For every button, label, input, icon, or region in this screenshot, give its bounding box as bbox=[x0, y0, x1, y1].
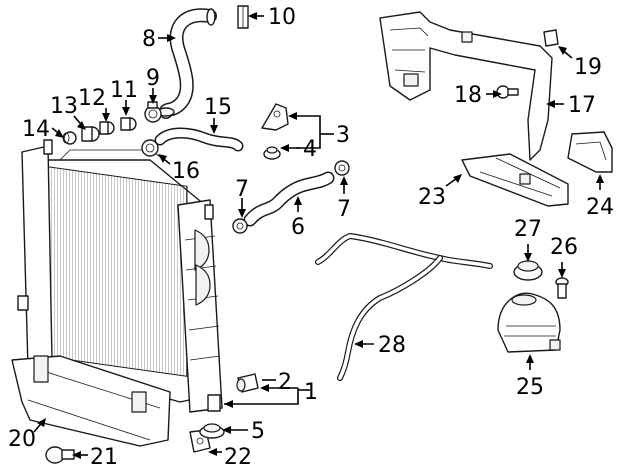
callout-10: 10 bbox=[268, 5, 296, 30]
clip-19 bbox=[543, 29, 559, 47]
coolant-reservoir bbox=[497, 292, 561, 353]
bolt-26 bbox=[555, 277, 569, 299]
air-baffle bbox=[461, 153, 569, 207]
fitting-11 bbox=[120, 117, 137, 131]
callout-6: 6 bbox=[291, 215, 305, 240]
callout-8: 8 bbox=[142, 27, 156, 52]
callout-16: 16 bbox=[172, 159, 200, 184]
callout-12: 12 bbox=[78, 86, 106, 111]
callout-20: 20 bbox=[8, 427, 36, 452]
callout-5: 5 bbox=[251, 419, 265, 444]
callout-14: 14 bbox=[22, 117, 50, 142]
lower-hose bbox=[243, 171, 335, 227]
callout-15: 15 bbox=[204, 95, 232, 120]
mount-bracket bbox=[261, 103, 289, 131]
radiator-support bbox=[379, 11, 553, 161]
bolt-18 bbox=[496, 85, 519, 99]
callout-labels: 1 2 3 4 5 6 7 7 8 9 10 11 12 13 14 15 16… bbox=[8, 5, 614, 470]
callout-13: 13 bbox=[50, 94, 78, 119]
drain-plug bbox=[236, 373, 259, 393]
callout-18: 18 bbox=[454, 83, 482, 108]
surge-hose bbox=[315, 232, 493, 381]
callout-27: 27 bbox=[514, 217, 542, 242]
callout-21: 21 bbox=[90, 445, 118, 470]
hose-clamp-10 bbox=[237, 5, 249, 29]
callout-17: 17 bbox=[568, 93, 596, 118]
callout-25: 25 bbox=[516, 375, 544, 400]
callout-4: 4 bbox=[303, 137, 317, 162]
callout-7a: 7 bbox=[235, 177, 249, 202]
fitting-14 bbox=[62, 131, 77, 145]
grommet-5 bbox=[199, 423, 225, 439]
leader-lines bbox=[33, 12, 604, 459]
air-deflector bbox=[11, 355, 171, 447]
callout-1: 1 bbox=[304, 380, 318, 405]
callout-7b: 7 bbox=[337, 197, 351, 222]
grommet-4 bbox=[263, 146, 281, 160]
callout-2: 2 bbox=[278, 370, 292, 395]
clamp-7a bbox=[232, 218, 248, 234]
bolt-21 bbox=[45, 446, 75, 464]
fittings-small bbox=[62, 117, 137, 145]
upper-hose bbox=[157, 8, 217, 119]
callout-9: 9 bbox=[146, 66, 160, 91]
callout-26: 26 bbox=[550, 235, 578, 260]
reservoir-cap bbox=[513, 260, 543, 281]
callout-24: 24 bbox=[586, 195, 614, 220]
fitting-12 bbox=[99, 121, 115, 135]
clamp-9 bbox=[144, 101, 162, 123]
radiator bbox=[17, 139, 223, 413]
callout-11: 11 bbox=[110, 78, 138, 103]
clamp-7b bbox=[334, 160, 350, 176]
clamp-16 bbox=[141, 139, 159, 157]
fitting-13 bbox=[81, 126, 100, 142]
air-duct bbox=[567, 131, 613, 173]
hose-15 bbox=[154, 127, 244, 152]
callout-3: 3 bbox=[336, 123, 350, 148]
callout-22: 22 bbox=[224, 445, 252, 470]
callout-19: 19 bbox=[574, 55, 602, 80]
callout-23: 23 bbox=[418, 185, 446, 210]
callout-28: 28 bbox=[378, 333, 406, 358]
